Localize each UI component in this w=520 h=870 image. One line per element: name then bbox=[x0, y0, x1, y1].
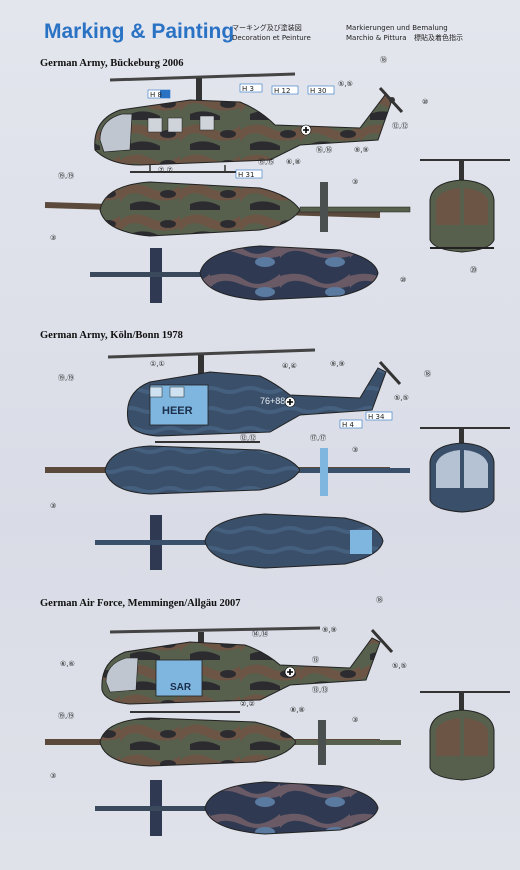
section-1-label: German Army, Bückeburg 2006 bbox=[40, 58, 184, 69]
heli-2-bottom-view bbox=[95, 513, 384, 570]
callout: ③ bbox=[50, 502, 56, 510]
heli-1-bottom-view bbox=[90, 245, 379, 303]
color-tag: H 31 bbox=[238, 171, 254, 179]
heli-2-side-view: HEER 76+88 bbox=[107, 348, 402, 443]
callout: ⑮,⑮ bbox=[258, 158, 274, 166]
heli-1-side-view bbox=[94, 72, 404, 173]
callout: ⑭,⑭ bbox=[252, 630, 268, 638]
color-tag: H 12 bbox=[274, 87, 290, 95]
callout: ⑩ bbox=[400, 276, 406, 284]
page-title: Marking & Painting bbox=[44, 20, 235, 43]
callout: ⑳ bbox=[470, 266, 477, 274]
callouts-section-2: ①,① ④,④ ⑨,⑨ ⑱ ⑲,⑲ ⑤,⑤ ⑫,⑫ ⑰,⑰ ③ ③ bbox=[50, 360, 431, 510]
callout: ⑨,⑨ bbox=[330, 360, 345, 368]
callout: ⑲,⑲ bbox=[58, 712, 74, 720]
callout: ⑫,⑫ bbox=[392, 122, 408, 130]
callout: ⑩ bbox=[422, 98, 428, 106]
color-tag: H 3 bbox=[242, 85, 254, 93]
callout: ⑦,⑦ bbox=[158, 166, 173, 174]
callout: ⑤,⑤ bbox=[392, 662, 407, 670]
callout: ⑱ bbox=[380, 56, 387, 64]
callouts-section-1: ⑱ ⑤,⑤ ⑩ ⑫,⑫ ⑯,⑯ ⑨,⑨ ⑥,⑧ ⑮,⑮ ⑦,⑦ ⑲,⑲ ③ ③ … bbox=[50, 56, 477, 284]
heli-1-front-view bbox=[420, 159, 510, 253]
callout: ③ bbox=[50, 772, 56, 780]
color-tag: H 30 bbox=[310, 87, 326, 95]
callout: ⑨,⑨ bbox=[354, 146, 369, 154]
callouts-section-3: ⑱ ⑭,⑭ ⑨,⑨ ⑥,⑥ ⑬ ⑤,⑤ ⑬,⑬ ②,② ⑧,⑧ ⑲,⑲ ③ ③ bbox=[50, 596, 407, 780]
callout: ③ bbox=[352, 716, 358, 724]
subtitle-chinese: 標貼及着色指示 bbox=[414, 34, 463, 42]
callout: ③ bbox=[352, 178, 358, 186]
heli-3-bottom-view bbox=[95, 780, 379, 836]
callout: ②,② bbox=[240, 700, 255, 708]
heli-1-top-view bbox=[44, 181, 411, 237]
subtitle-japanese: マーキング及び塗装図 bbox=[232, 24, 302, 32]
callout: ①,① bbox=[150, 360, 165, 368]
fuselage-sar-text: SAR bbox=[170, 682, 192, 693]
callout: ⑨,⑨ bbox=[322, 626, 337, 634]
color-tag: H 4 bbox=[342, 421, 354, 429]
callout: ⑧,⑧ bbox=[290, 706, 305, 714]
callout: ⑱ bbox=[376, 596, 383, 604]
callout: ⑥,⑥ bbox=[60, 660, 75, 668]
tail-number-text: 76+88 bbox=[260, 396, 285, 406]
subtitle-german: Markierungen und Bemalung bbox=[346, 24, 448, 32]
heli-3-side-view: SAR bbox=[101, 626, 394, 713]
callout: ④,④ bbox=[282, 362, 297, 370]
subtitle-italian: Marchio & Pittura bbox=[346, 34, 407, 42]
callout: ⑤,⑤ bbox=[338, 80, 353, 88]
callout: ⑬ bbox=[312, 656, 319, 664]
callout: ⑰,⑰ bbox=[310, 434, 326, 442]
subtitle-french: Decoration et Peinture bbox=[232, 34, 311, 42]
callout: ⑬,⑬ bbox=[312, 686, 328, 694]
callout: ③ bbox=[352, 446, 358, 454]
section-2-label: German Army, Köln/Bonn 1978 bbox=[40, 330, 183, 341]
fuselage-heer-text: HEER bbox=[162, 405, 193, 417]
heli-3-front-view bbox=[420, 691, 510, 781]
callout: ⑤,⑤ bbox=[394, 394, 409, 402]
callout: ⑫,⑫ bbox=[240, 434, 256, 442]
heli-2-front-view bbox=[420, 427, 510, 513]
callout: ⑲,⑲ bbox=[58, 374, 74, 382]
heli-2-top-view bbox=[45, 445, 410, 496]
callout: ③ bbox=[50, 234, 56, 242]
callout: ⑱ bbox=[424, 370, 431, 378]
section-3-label: German Air Force, Memmingen/Allgäu 2007 bbox=[40, 598, 241, 609]
callout: ⑥,⑧ bbox=[286, 158, 301, 166]
callout: ⑲,⑲ bbox=[58, 172, 74, 180]
color-tag: H 34 bbox=[368, 413, 385, 421]
callout: ⑯,⑯ bbox=[316, 146, 332, 154]
color-tag: H 8 bbox=[150, 91, 162, 99]
color-tags: H 8 H 3 H 12 H 30 H 31 H 4 H 34 bbox=[147, 83, 393, 429]
heli-3-top-view bbox=[45, 717, 401, 767]
